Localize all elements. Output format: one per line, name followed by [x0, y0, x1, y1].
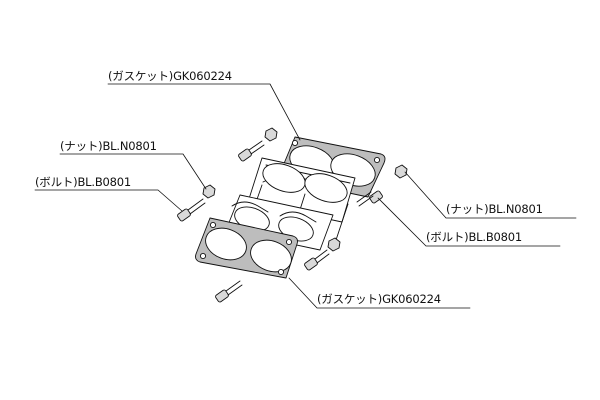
leader-bolt-right [377, 197, 561, 247]
bolt-upper-left [238, 140, 265, 162]
leader-bolt-left [34, 189, 183, 212]
bolt-lower-middle [304, 249, 330, 271]
leader-nut-right [404, 171, 577, 219]
gasket-bottom-label: (ガスケット)GK060224 [317, 292, 441, 306]
front-gasket [195, 217, 298, 279]
leader-nut-left [59, 153, 207, 190]
gasket-top-label: (ガスケット)GK060224 [108, 69, 232, 83]
bolt-bottom [215, 280, 243, 303]
nut-top-left [264, 127, 278, 142]
leader-gasket-top [107, 83, 301, 141]
nut-right-label: (ナット)BL.N0801 [446, 202, 543, 216]
leader-gasket-bottom [288, 277, 471, 309]
bolt-right-label: (ボルト)BL.B0801 [426, 230, 522, 244]
bolt-left-label: (ボルト)BL.B0801 [35, 175, 131, 189]
manifold-body [225, 157, 356, 251]
nut-left [202, 184, 216, 199]
nut-right [394, 164, 408, 179]
nut-left-label: (ナット)BL.N0801 [60, 139, 157, 153]
bolt-right [356, 190, 383, 207]
leader-lines [34, 83, 577, 309]
bolt-left [177, 198, 206, 222]
nut-lower-middle [327, 237, 341, 252]
